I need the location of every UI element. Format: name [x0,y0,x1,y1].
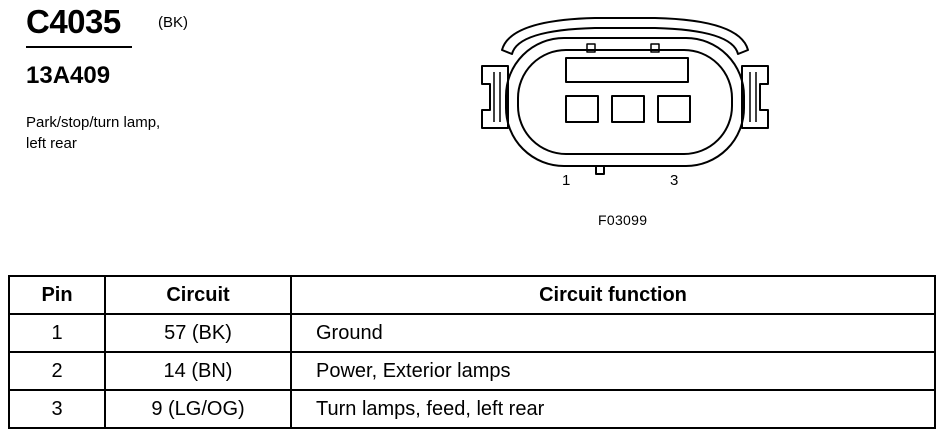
connector-color-code: (BK) [158,14,188,31]
connector-housing [505,37,745,167]
description-line: Park/stop/turn lamp, [26,114,161,131]
connector-right-tab [741,65,769,129]
table-row: 3 9 (LG/OG) Turn lamps, feed, left rear [8,389,936,429]
connector-id: C4035 [26,3,121,40]
connector-top-key [586,43,596,53]
pin-cavity-1 [565,95,599,123]
connector-face-diagram [481,17,769,175]
cell-circuit: 9 (LG/OG) [104,389,292,429]
cell-function: Power, Exterior lamps [290,351,936,391]
part-number: 13A409 [26,62,111,89]
connector-id-underline [26,46,132,48]
connector-wide-cavity [565,57,689,83]
cell-circuit: 57 (BK) [104,313,292,353]
connector-latch [501,17,749,55]
pin-label-3: 3 [670,172,679,189]
connector-inner-wall [517,49,733,155]
cell-pin: 2 [8,351,106,391]
pin-cavity-2 [611,95,645,123]
connector-bottom-key [595,166,605,175]
header-circuit-function: Circuit function [290,275,936,315]
table-row: 1 57 (BK) Ground [8,313,936,353]
table-header-row: Pin Circuit Circuit function [8,275,936,315]
description-line: left rear [26,135,77,152]
cell-function: Turn lamps, feed, left rear [290,389,936,429]
cell-circuit: 14 (BN) [104,351,292,391]
connector-left-tab [481,65,509,129]
cell-pin: 3 [8,389,106,429]
connector-top-key [650,43,660,53]
header-pin: Pin [8,275,106,315]
pin-label-1: 1 [562,172,571,189]
table-row: 2 14 (BN) Power, Exterior lamps [8,351,936,391]
figure-code: F03099 [598,212,648,228]
connector-description: Park/stop/turn lamp, left rear [26,112,226,154]
pin-cavity-3 [657,95,691,123]
header-circuit: Circuit [104,275,292,315]
pinout-table: Pin Circuit Circuit function 1 57 (BK) G… [8,275,936,429]
cell-function: Ground [290,313,936,353]
cell-pin: 1 [8,313,106,353]
